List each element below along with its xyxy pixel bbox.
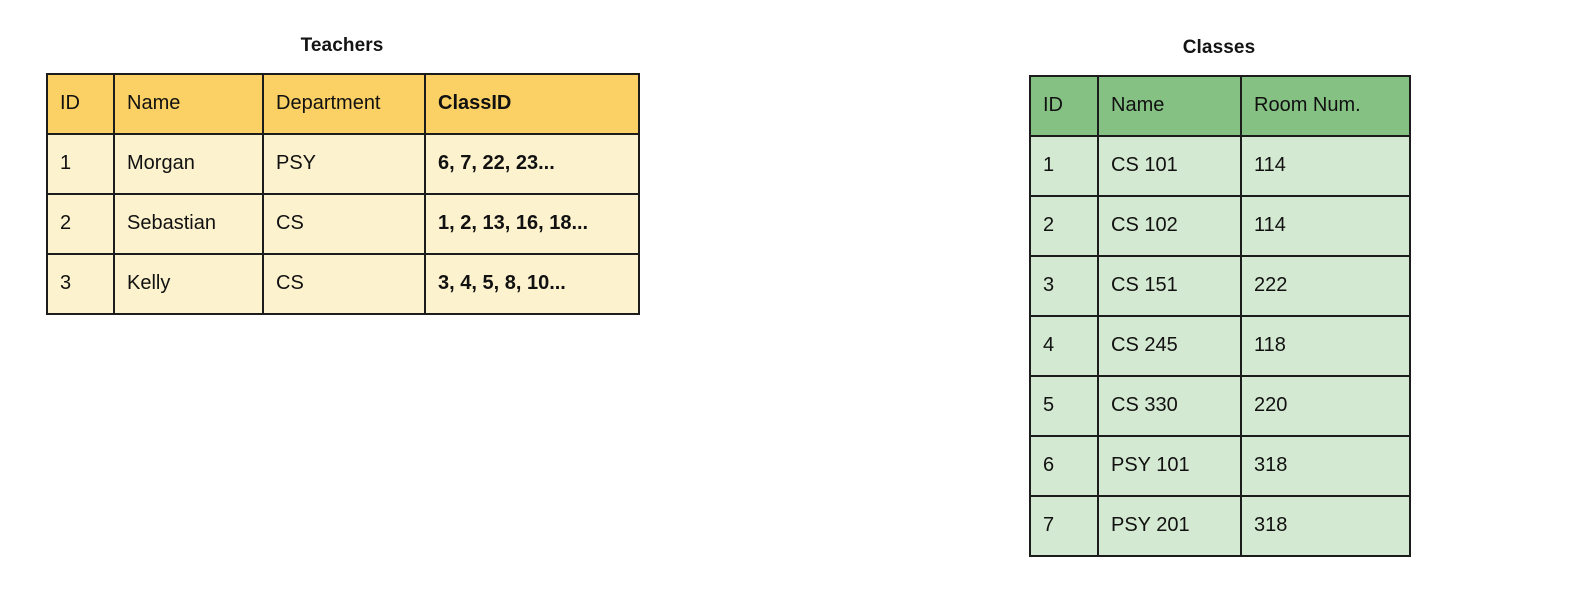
cell-name: CS 330 — [1097, 374, 1242, 437]
column-header-id: ID — [1029, 74, 1099, 137]
classes-table-block: Classes ID Name Room Num. 1 CS 101 114 2… — [1029, 37, 1411, 557]
cell-room: 220 — [1240, 374, 1411, 437]
teachers-table-title: Teachers — [300, 35, 384, 56]
cell-classid: 1, 2, 13, 16, 18... — [424, 192, 640, 255]
classes-table: ID Name Room Num. 1 CS 101 114 2 CS 102 … — [1029, 74, 1411, 557]
cell-id: 3 — [1029, 254, 1099, 317]
cell-id: 7 — [1029, 494, 1099, 557]
table-row: 1 CS 101 114 — [1029, 134, 1411, 197]
table-row: 3 Kelly CS 3, 4, 5, 8, 10... — [46, 252, 640, 315]
cell-name: Morgan — [113, 132, 264, 195]
table-row: 3 CS 151 222 — [1029, 254, 1411, 317]
cell-id: 2 — [46, 192, 115, 255]
cell-id: 1 — [46, 132, 115, 195]
cell-name: CS 101 — [1097, 134, 1242, 197]
cell-room: 318 — [1240, 494, 1411, 557]
cell-room: 118 — [1240, 314, 1411, 377]
teachers-table: ID Name Department ClassID 1 Morgan PSY … — [46, 72, 640, 315]
cell-classid: 3, 4, 5, 8, 10... — [424, 252, 640, 315]
cell-room: 114 — [1240, 134, 1411, 197]
cell-name: CS 245 — [1097, 314, 1242, 377]
teachers-table-block: Teachers ID Name Department ClassID 1 Mo… — [46, 35, 640, 315]
table-row: 1 Morgan PSY 6, 7, 22, 23... — [46, 132, 640, 195]
cell-name: CS 102 — [1097, 194, 1242, 257]
cell-id: 6 — [1029, 434, 1099, 497]
cell-room: 114 — [1240, 194, 1411, 257]
cell-id: 4 — [1029, 314, 1099, 377]
cell-id: 1 — [1029, 134, 1099, 197]
cell-name: Kelly — [113, 252, 264, 315]
cell-name: PSY 201 — [1097, 494, 1242, 557]
table-row: 2 Sebastian CS 1, 2, 13, 16, 18... — [46, 192, 640, 255]
table-row: 4 CS 245 118 — [1029, 314, 1411, 377]
cell-department: CS — [262, 252, 426, 315]
cell-id: 3 — [46, 252, 115, 315]
table-row: 7 PSY 201 318 — [1029, 494, 1411, 557]
table-row: 5 CS 330 220 — [1029, 374, 1411, 437]
table-header-row: ID Name Department ClassID — [46, 72, 640, 135]
table-header-row: ID Name Room Num. — [1029, 74, 1411, 137]
table-row: 6 PSY 101 318 — [1029, 434, 1411, 497]
column-header-name: Name — [1097, 74, 1242, 137]
column-header-department: Department — [262, 72, 426, 135]
column-header-id: ID — [46, 72, 115, 135]
column-header-room-num: Room Num. — [1240, 74, 1411, 137]
cell-room: 222 — [1240, 254, 1411, 317]
cell-name: CS 151 — [1097, 254, 1242, 317]
cell-classid: 6, 7, 22, 23... — [424, 132, 640, 195]
column-header-classid: ClassID — [424, 72, 640, 135]
cell-id: 5 — [1029, 374, 1099, 437]
column-header-name: Name — [113, 72, 264, 135]
cell-department: CS — [262, 192, 426, 255]
table-row: 2 CS 102 114 — [1029, 194, 1411, 257]
cell-id: 2 — [1029, 194, 1099, 257]
classes-table-title: Classes — [1182, 37, 1256, 58]
cell-room: 318 — [1240, 434, 1411, 497]
cell-department: PSY — [262, 132, 426, 195]
cell-name: Sebastian — [113, 192, 264, 255]
cell-name: PSY 101 — [1097, 434, 1242, 497]
